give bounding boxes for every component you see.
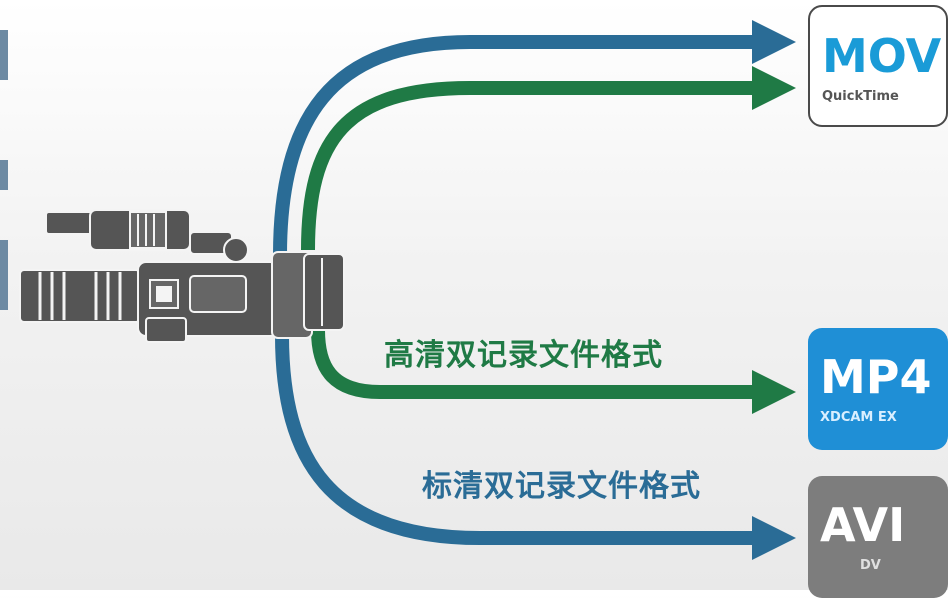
edge-mark [0, 30, 8, 80]
mp4-format-badge: MP4 XDCAM EX [808, 328, 948, 450]
edge-mark [0, 240, 8, 310]
arrow-green-bottom [311, 329, 752, 399]
arrows-layer [19, 20, 796, 560]
arrow-green-bottom-head [752, 370, 796, 414]
mp4-title: MP4 [820, 350, 932, 404]
avi-format-badge: AVI DV [808, 476, 948, 598]
arrow-green-top-head [752, 66, 796, 110]
arrow-blue-bottom [275, 334, 752, 545]
recording-format-diagram: 高清双记录文件格式 标清双记录文件格式 MOV QuickTime MP4 XD… [0, 5, 948, 598]
arrow-green-top [301, 81, 752, 251]
avi-title: AVI [820, 498, 906, 552]
mov-format-badge: MOV QuickTime [808, 5, 948, 127]
avi-subtitle: DV [860, 558, 881, 573]
mov-title: MOV [822, 29, 942, 83]
sd-dual-recording-label: 标清双记录文件格式 [422, 469, 701, 504]
mp4-subtitle: XDCAM EX [820, 410, 897, 425]
arrow-blue-top [273, 35, 752, 256]
hd-dual-recording-label: 高清双记录文件格式 [384, 338, 663, 373]
edge-mark [0, 160, 8, 190]
video-camera-icon [19, 209, 345, 343]
arrow-blue-top-head [752, 20, 796, 64]
arrow-blue-bottom-head [752, 516, 796, 560]
mov-subtitle: QuickTime [822, 89, 899, 104]
